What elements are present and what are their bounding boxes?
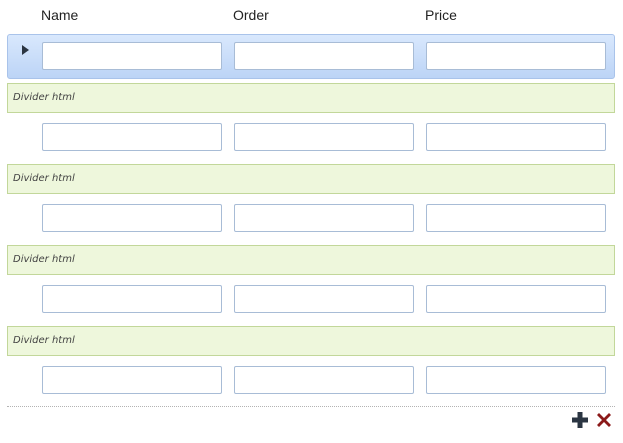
divider-row: Divider html <box>7 245 615 275</box>
divider-row: Divider html <box>7 83 615 113</box>
order-input[interactable] <box>234 42 414 70</box>
order-input[interactable] <box>234 285 414 313</box>
order-input[interactable] <box>234 366 414 394</box>
table-row[interactable] <box>7 115 615 160</box>
price-input[interactable] <box>426 123 606 151</box>
price-input[interactable] <box>426 366 606 394</box>
name-input[interactable] <box>42 204 222 232</box>
delete-row-button[interactable] <box>595 411 613 429</box>
name-input[interactable] <box>42 123 222 151</box>
footer-divider <box>7 406 615 407</box>
close-icon <box>597 413 611 427</box>
table-row[interactable] <box>7 277 615 322</box>
price-input[interactable] <box>426 42 606 70</box>
add-row-button[interactable] <box>571 411 589 429</box>
column-header: Name Order Price <box>0 0 623 30</box>
table-row[interactable] <box>7 196 615 241</box>
plus-icon <box>572 412 588 428</box>
name-input[interactable] <box>42 285 222 313</box>
price-input[interactable] <box>426 204 606 232</box>
table-row[interactable] <box>7 358 615 403</box>
order-input[interactable] <box>234 204 414 232</box>
table-row-selected[interactable] <box>7 34 615 79</box>
column-header-order: Order <box>233 7 269 23</box>
order-input[interactable] <box>234 123 414 151</box>
column-header-name: Name <box>41 7 79 23</box>
price-input[interactable] <box>426 285 606 313</box>
column-header-price: Price <box>425 7 457 23</box>
name-input[interactable] <box>42 366 222 394</box>
name-input[interactable] <box>42 42 222 70</box>
divider-row: Divider html <box>7 326 615 356</box>
row-selected-arrow-icon <box>22 45 29 55</box>
divider-row: Divider html <box>7 164 615 194</box>
